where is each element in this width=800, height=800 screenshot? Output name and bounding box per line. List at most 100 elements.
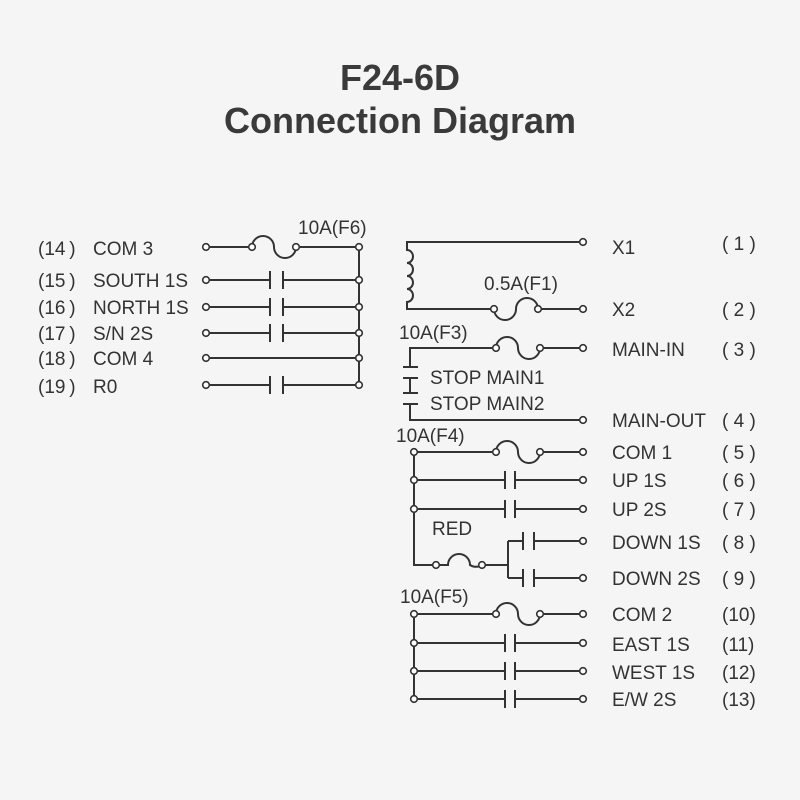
terminal-dot <box>578 504 588 514</box>
terminal-label-sn2s: S/N 2S <box>93 324 153 345</box>
terminal-dot <box>578 573 588 583</box>
terminal-label-up1s: UP 1S <box>612 471 667 492</box>
up2s-contact <box>414 500 583 518</box>
terminal-dot <box>201 275 211 285</box>
terminal-dot <box>578 415 588 425</box>
terminal-num-7: ( 7 ) <box>722 500 756 521</box>
terminal-dot <box>409 609 419 619</box>
terminal-num-13: (13) <box>722 690 756 711</box>
stop-main2-label: STOP MAIN2 <box>430 394 544 415</box>
terminal-dot <box>491 447 501 457</box>
fuse-label-f5: 10A(F5) <box>400 587 469 608</box>
right-terminal-labels: X1 ( 1 ) X2 ( 2 ) MAIN-IN ( 3 ) MAIN-OUT… <box>612 234 756 711</box>
terminal-label-com3: COM 3 <box>93 239 153 260</box>
terminal-label-com4: COM 4 <box>93 349 154 370</box>
terminal-num-17: (17 ) <box>38 324 76 345</box>
terminal-dot <box>489 304 499 314</box>
sn2s-contact <box>206 324 359 342</box>
terminal-label-com2: COM 2 <box>612 605 672 626</box>
terminal-dot <box>409 504 419 514</box>
terminal-label-down2s: DOWN 2S <box>612 569 701 590</box>
down1s-contact <box>507 532 583 578</box>
terminal-dot <box>578 447 588 457</box>
terminal-label-down1s: DOWN 1S <box>612 533 701 554</box>
terminal-label-north1s: NORTH 1S <box>93 298 189 319</box>
terminal-num-4: ( 4 ) <box>722 411 756 432</box>
terminal-dot <box>409 638 419 648</box>
terminal-dot <box>491 609 501 619</box>
terminal-label-ew2s: E/W 2S <box>612 690 676 711</box>
right-wiring <box>403 237 588 708</box>
fuse-labels: 0.5A(F1) 10A(F3) 10A(F4) 10A(F5) STOP MA… <box>396 274 558 608</box>
terminal-num-9: ( 9 ) <box>722 569 756 590</box>
terminal-dot <box>354 328 364 338</box>
east1s-contact <box>414 634 583 652</box>
terminal-dot <box>409 666 419 676</box>
com2-fuse <box>413 602 583 699</box>
down2s-contact <box>508 569 583 587</box>
fuse-label-f6: 10A(F6) <box>298 218 367 239</box>
r0-contact <box>206 376 359 394</box>
terminal-dot <box>409 694 419 704</box>
terminal-dot <box>431 560 441 570</box>
diagram-title: F24-6D <box>339 57 461 98</box>
terminal-dot <box>201 242 211 252</box>
terminal-dot <box>201 302 211 312</box>
terminal-num-18: (18 ) <box>38 349 76 370</box>
terminal-dot <box>578 475 588 485</box>
terminal-num-16: (16 ) <box>38 298 76 319</box>
terminal-label-west1s: WEST 1S <box>612 663 695 684</box>
terminal-dot <box>247 242 257 252</box>
com1-fuse <box>413 440 583 566</box>
terminal-label-r0: R0 <box>93 377 117 398</box>
south1s-contact <box>206 271 359 289</box>
terminal-num-15: (15 ) <box>38 271 76 292</box>
terminal-dot <box>409 447 419 457</box>
fuse-label-f1: 0.5A(F1) <box>484 274 558 295</box>
com3-fuse-line <box>206 235 360 385</box>
ew2s-contact <box>414 690 583 708</box>
stop-main-contacts <box>403 366 583 421</box>
terminal-dot <box>578 666 588 676</box>
diagram-subtitle: Connection Diagram <box>223 100 577 141</box>
terminal-dot <box>201 353 211 363</box>
transformer-coil <box>406 241 583 321</box>
left-wiring <box>201 235 364 394</box>
terminal-dot <box>477 560 487 570</box>
terminal-dot <box>409 475 419 485</box>
terminal-label-com1: COM 1 <box>612 443 672 464</box>
terminal-label-up2s: UP 2S <box>612 500 667 521</box>
terminal-dot <box>578 237 588 247</box>
fuse-label-f3: 10A(F3) <box>399 323 468 344</box>
terminal-dot <box>578 304 588 314</box>
terminal-num-10: (10) <box>722 605 756 626</box>
terminal-num-14: (14 ) <box>38 239 76 260</box>
red-label: RED <box>432 519 472 540</box>
north1s-contact <box>206 298 359 316</box>
red-fuse <box>436 553 508 568</box>
terminal-label-main-out: MAIN-OUT <box>612 411 706 432</box>
terminal-dot <box>535 609 545 619</box>
terminal-dot <box>533 304 543 314</box>
terminal-dot <box>491 343 501 353</box>
stop-main1-label: STOP MAIN1 <box>430 368 544 389</box>
terminal-num-12: (12) <box>722 663 756 684</box>
terminal-label-main-in: MAIN-IN <box>612 340 685 361</box>
up1s-contact <box>414 471 583 489</box>
terminal-dot <box>535 343 545 353</box>
terminal-num-8: ( 8 ) <box>722 533 756 554</box>
terminal-dot <box>578 536 588 546</box>
terminal-dot <box>354 302 364 312</box>
left-terminal-labels: (14 ) COM 3 (15 ) SOUTH 1S (16 ) NORTH 1… <box>38 239 189 398</box>
terminal-dot <box>578 694 588 704</box>
terminal-dot <box>535 447 545 457</box>
terminal-label-x1: X1 <box>612 238 635 259</box>
terminal-num-5: ( 5 ) <box>722 443 756 464</box>
west1s-contact <box>414 662 583 680</box>
terminal-dot <box>201 328 211 338</box>
terminal-num-11: (11) <box>722 635 754 656</box>
terminal-num-1: ( 1 ) <box>722 234 756 255</box>
terminal-num-2: ( 2 ) <box>722 300 756 321</box>
terminal-num-19: (19 ) <box>38 377 76 398</box>
